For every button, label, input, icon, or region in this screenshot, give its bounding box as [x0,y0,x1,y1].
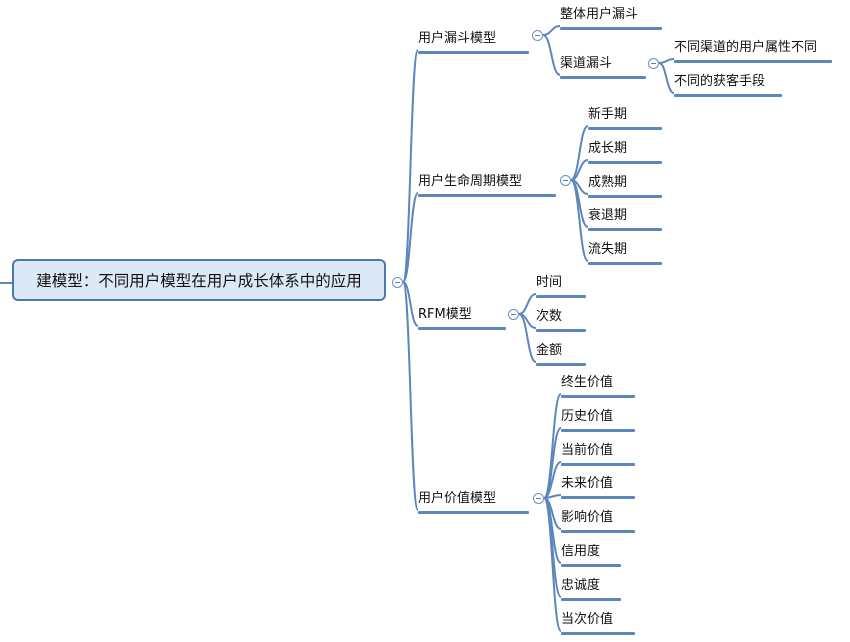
connector-line [658,58,675,64]
topic-lifetime-value[interactable]: 终生价值 [561,375,635,398]
connector-line [402,192,419,283]
topic-credit[interactable]: 信用度 [561,544,621,567]
topic-funnel-model[interactable]: 用户漏斗模型 [418,31,529,54]
collapse-toggle-icon[interactable] [560,175,571,186]
topic-churn-stage[interactable]: 流失期 [588,242,662,265]
topic-mature-stage[interactable]: 成熟期 [588,175,662,198]
topic-decline-stage[interactable]: 衰退期 [588,208,662,231]
collapse-toggle-icon[interactable] [532,30,543,41]
topic-future-value[interactable]: 未来价值 [561,476,635,499]
root-topic[interactable]: 建模型：不同用户模型在用户成长体系中的应用 [12,259,386,301]
topic-frequency[interactable]: 次数 [536,309,586,332]
connector-line [542,25,561,36]
root-topic-label: 建模型：不同用户模型在用户成长体系中的应用 [36,272,362,290]
topic-lifecycle-model[interactable]: 用户生命周期模型 [418,174,556,197]
connector-line [658,62,675,94]
topic-recency[interactable]: 时间 [536,275,586,298]
topic-monetary[interactable]: 金额 [536,343,586,366]
topic-acquisition-methods[interactable]: 不同的获客手段 [674,74,782,97]
topic-growth-stage[interactable]: 成长期 [588,141,662,164]
connector-line [518,313,537,363]
connector-line [402,49,419,283]
connector-line [570,179,589,262]
topic-overall-funnel[interactable]: 整体用户漏斗 [560,7,662,30]
collapse-toggle-icon[interactable] [392,277,403,288]
connector-line [542,34,561,76]
topic-single-value[interactable]: 当次价值 [561,612,635,635]
topic-rfm-model[interactable]: RFM模型 [418,307,506,330]
connector-line [543,497,562,632]
connector-line [402,281,419,327]
topic-channel-funnel[interactable]: 渠道漏斗 [560,56,646,79]
connector-line [402,281,419,511]
topic-loyalty[interactable]: 忠诚度 [561,578,621,601]
collapse-toggle-icon[interactable] [508,309,519,320]
collapse-toggle-icon[interactable] [648,58,659,69]
topic-historical-value[interactable]: 历史价值 [561,409,635,432]
collapse-toggle-icon[interactable] [533,493,544,504]
topic-newbie-stage[interactable]: 新手期 [588,107,662,130]
topic-current-value[interactable]: 当前价值 [561,443,635,466]
topic-value-model[interactable]: 用户价值模型 [418,491,529,514]
topic-influence-value[interactable]: 影响价值 [561,510,635,533]
connector-line [518,293,537,315]
topic-channel-attributes[interactable]: 不同渠道的用户属性不同 [674,40,832,63]
